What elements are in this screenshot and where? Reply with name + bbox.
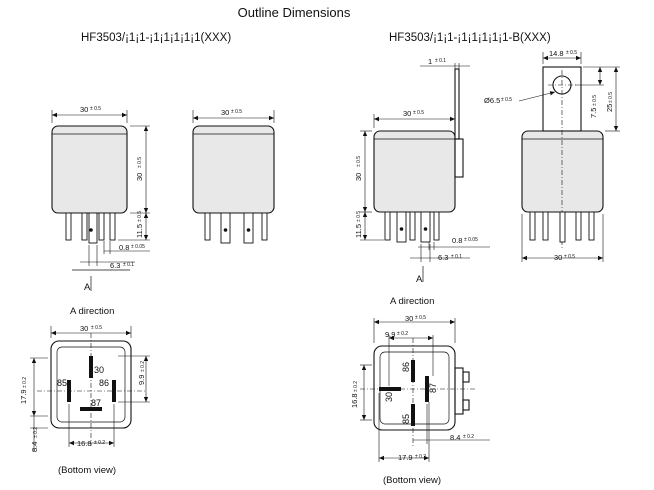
left-bottom-bodyspany-label: 17.9 [19, 389, 28, 404]
right-bottom-width-label: 30 [405, 314, 413, 323]
right-pin-87: 87 [428, 383, 438, 393]
right-side-width-label: 30 [554, 253, 562, 262]
pin-30-slot [379, 387, 401, 391]
left-bottom-width-tol: ± 0.5 [91, 325, 102, 331]
left-bottom-bodyspany-tol: ± 0.2 [22, 377, 28, 388]
right-bottom-caption: (Bottom view) [383, 475, 441, 486]
left-side-body [192, 125, 275, 214]
left-bottom-caption: (Bottom view) [58, 465, 116, 476]
right-front-body [373, 130, 456, 213]
right-front-pinthick-tol: ± 0.05 [464, 237, 478, 243]
right-front-bracket [454, 68, 460, 140]
right-front-height-tol: ± 0.5 [356, 156, 362, 167]
right-bottom-bodyspany-label: 16.8 [350, 393, 359, 408]
right-pin-85: 85 [401, 414, 411, 424]
left-direction-label: A direction [70, 306, 114, 317]
left-bottom-pinspany-label: 9.9 [137, 375, 146, 385]
left-front-pinthick-label: 0.8 [119, 243, 129, 252]
left-side-width-label: 30 [221, 108, 229, 117]
left-bottom-pinspanx-tol: ± 0.2 [94, 440, 105, 446]
right-bottom-bodyspany-tol: ± 0.2 [353, 381, 359, 392]
left-bottom-offset-tol: ± 0.2 [33, 427, 39, 438]
right-front-pinwidth-tol: ± 0.1 [451, 254, 462, 260]
left-bottom-width-label: 30 [80, 324, 88, 333]
right-front-bracketthick-tol: ± 0.1 [435, 58, 446, 64]
left-bottom-pinspanx-label: 16.8 [77, 439, 92, 448]
right-bottom-pinspanx-label: 17.9 [398, 453, 413, 462]
left-front-height-tol: ± 0.5 [137, 157, 143, 168]
left-side-view: 30 ± 0.5 [192, 108, 275, 244]
pin-86-slot [411, 360, 415, 382]
left-bottom-view: 30 85 86 87 30 ± 0.5 9.9 ± 0.2 17.9 ± 0.… [19, 324, 150, 476]
right-front-view: 1 ± 0.1 30 ± 0.5 30 ± 0.5 11.5 ± 0.5 0.8… [354, 57, 490, 307]
right-front-width-tol: ± 0.5 [413, 110, 424, 116]
left-front-height-label: 30 [135, 173, 144, 181]
left-bottom-offset-label: 8.4 [30, 442, 39, 452]
left-pin-86: 86 [99, 378, 109, 388]
right-bottom-offset-tol: ± 0.2 [463, 434, 474, 440]
pin-86-slot [112, 380, 116, 402]
right-pin-86: 86 [401, 362, 411, 372]
left-front-pinlen-label: 11.5 [135, 224, 144, 238]
right-front-bracketthick-label: 1 [428, 57, 432, 66]
left-bottom-pinspany-tol: ± 0.2 [140, 361, 146, 372]
left-front-body [51, 125, 128, 214]
right-bottom-width-tol: ± 0.5 [415, 315, 426, 321]
right-bottom-pinspanx-tol: ± 0.2 [415, 454, 426, 460]
right-side-hole-label: Ø6.5 [484, 96, 500, 105]
left-front-pinwidth-label: 6.3 [110, 261, 120, 270]
left-front-pinthick-tol: ± 0.05 [131, 244, 145, 250]
right-front-pinwidth-label: 6.3 [438, 253, 448, 262]
left-model-heading: HF3503/¡1¡1-¡1¡1¡1¡1¡1(XXX) [81, 32, 231, 44]
right-front-pinlen-tol: ± 0.5 [356, 211, 362, 222]
pin-30-slot [89, 356, 93, 378]
right-side-bracketwidth-tol: ± 0.5 [566, 50, 577, 56]
right-side-width-tol: ± 0.5 [564, 254, 575, 260]
right-side-body [521, 130, 604, 213]
right-side-view: 14.8 ± 0.5 Ø6.5 ± 0.5 7.5 ± 0.5 25 ± 0.5… [484, 49, 620, 262]
pin-87-slot [80, 407, 102, 411]
right-front-width-label: 30 [403, 109, 411, 118]
left-front-pinwidth-tol: ± 0.1 [123, 262, 134, 268]
page-title: Outline Dimensions [238, 5, 351, 20]
left-front-width-label: 30 [80, 105, 88, 114]
right-model-heading: HF3503/¡1¡1-¡1¡1¡1¡1¡1-B(XXX) [389, 32, 551, 44]
left-pin-85: 85 [57, 378, 67, 388]
right-pin-30: 30 [384, 392, 394, 402]
right-side-bracketheight-label: 25 [605, 104, 614, 112]
left-pin-30: 30 [94, 365, 104, 375]
right-front-height-label: 30 [354, 173, 363, 181]
pin-85-slot [67, 380, 71, 402]
right-side-hole-tol: ± 0.5 [501, 97, 512, 103]
right-side-holeheight-tol: ± 0.5 [592, 95, 598, 106]
right-side-bracketheight-tol: ± 0.5 [608, 92, 614, 103]
right-bottom-offset-label: 8.4 [450, 433, 460, 442]
right-side-holeheight-label: 7.5 [589, 108, 598, 118]
right-front-pinthick-label: 0.8 [452, 236, 462, 245]
left-front-width-tol: ± 0.5 [90, 106, 101, 112]
right-bottom-pinspany-label: 9.9 [385, 330, 395, 339]
left-front-pinlen-tol: ± 0.5 [137, 211, 143, 222]
pin-87-slot [425, 376, 429, 402]
pin-85-slot [411, 404, 415, 426]
right-front-pinlen-label: 11.5 [354, 224, 363, 238]
right-direction-label: A direction [390, 296, 434, 307]
right-side-bracketwidth-label: 14.8 [549, 49, 564, 58]
right-a-arrow-label: A [416, 274, 423, 285]
right-bottom-pinspany-tol: ± 0.2 [397, 331, 408, 337]
left-front-view: 30 ± 0.5 30 ± 0.5 11.5 ± 0.5 0.8 ± 0.05 … [51, 105, 150, 317]
left-a-arrow-label: A [84, 282, 91, 293]
right-bottom-view: 86 85 30 87 30 ± 0.5 9.9 ± 0.2 16.8 ± 0.… [350, 314, 490, 486]
left-side-width-tol: ± 0.5 [231, 109, 242, 115]
left-pin-87: 87 [91, 398, 101, 408]
